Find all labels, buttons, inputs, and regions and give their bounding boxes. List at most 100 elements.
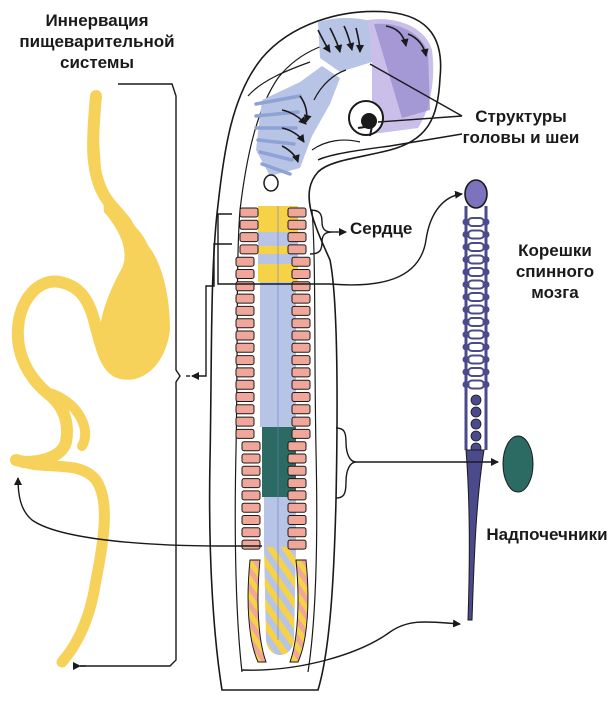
somite-right <box>292 270 310 279</box>
root-bead-right <box>483 294 490 301</box>
somite-right <box>292 405 310 414</box>
somite-right <box>288 442 306 451</box>
somite-right <box>288 540 306 549</box>
root-bead-left <box>463 306 470 313</box>
root-bead-left <box>463 281 470 288</box>
somite-left <box>236 270 254 279</box>
somite-left <box>242 479 260 488</box>
somite-right <box>292 368 310 377</box>
root-rung <box>468 256 484 264</box>
somite-left <box>242 516 260 525</box>
somite-right <box>292 294 310 303</box>
somite-left <box>236 356 254 365</box>
root-bead-right <box>483 319 490 326</box>
gut-illustration <box>16 96 164 662</box>
somite-left <box>242 491 260 500</box>
root-bead-right <box>483 381 490 388</box>
somite-right <box>288 454 306 463</box>
somite-right <box>288 233 306 242</box>
root-bead-right <box>483 256 490 263</box>
label-heart: Сердце <box>350 218 430 239</box>
somite-left <box>242 454 260 463</box>
root-rung <box>468 281 484 289</box>
somite-left <box>236 257 254 266</box>
label-adrenal-glands: Надпочечники <box>480 524 614 545</box>
root-bead-left <box>463 256 470 263</box>
root-bead-left <box>463 244 470 251</box>
root-bead-left <box>463 294 470 301</box>
somite-left <box>236 393 254 402</box>
root-bead-lower <box>471 395 481 405</box>
somite-left <box>242 466 260 475</box>
somite-right <box>292 356 310 365</box>
somite-right <box>288 503 306 512</box>
root-rung <box>468 293 484 301</box>
root-bead-lower <box>471 407 481 417</box>
root-rung <box>468 381 484 389</box>
root-rung <box>468 356 484 364</box>
somite-right <box>288 466 306 475</box>
somite-right <box>292 429 310 438</box>
somite-left <box>236 380 254 389</box>
root-bead-left <box>463 356 470 363</box>
somite-right <box>288 245 306 254</box>
root-bead-right <box>483 369 490 376</box>
somite-left <box>240 233 258 242</box>
root-bead-right <box>483 219 490 226</box>
somite-left <box>242 528 260 537</box>
root-rung <box>468 306 484 314</box>
root-rung <box>468 231 484 239</box>
root-bead-left <box>463 269 470 276</box>
somite-right <box>288 491 306 500</box>
label-gut-line3: системы <box>2 52 192 73</box>
root-bead-right <box>483 269 490 276</box>
root-bead-left <box>463 219 470 226</box>
somite-right <box>292 319 310 328</box>
label-gut-line1: Иннервация <box>2 10 192 31</box>
adrenal-gland-illustration <box>503 436 533 492</box>
root-bead-lower <box>471 431 481 441</box>
somite-right <box>288 220 306 229</box>
label-gut-line2: пищеварительной <box>2 31 192 52</box>
root-rung <box>468 218 484 226</box>
root-rung <box>468 268 484 276</box>
root-bead-left <box>463 331 470 338</box>
somite-right <box>292 393 310 402</box>
somite-right <box>288 479 306 488</box>
somite-left <box>236 429 254 438</box>
somite-right <box>292 417 310 426</box>
root-bead-right <box>483 344 490 351</box>
label-roots-line3: мозга <box>500 282 610 303</box>
somite-left <box>242 540 260 549</box>
root-bead-right <box>483 244 490 251</box>
somite-left <box>240 245 258 254</box>
somite-right <box>292 380 310 389</box>
root-bead-left <box>463 369 470 376</box>
root-rung <box>468 343 484 351</box>
somite-right <box>288 208 306 217</box>
root-bead-right <box>483 331 490 338</box>
somite-left <box>240 208 258 217</box>
otic-vesicle-icon <box>264 175 278 191</box>
somite-left <box>236 282 254 291</box>
root-rung <box>468 331 484 339</box>
label-spinal-roots: Корешки спинного мозга <box>500 240 610 303</box>
somite-right <box>288 528 306 537</box>
somite-left <box>236 405 254 414</box>
somite-left <box>236 331 254 340</box>
label-roots-line2: спинного <box>500 261 610 282</box>
root-bead-right <box>483 281 490 288</box>
label-head-line1: Структуры <box>446 106 596 127</box>
somite-right <box>292 257 310 266</box>
somite-left <box>236 343 254 352</box>
root-bead-right <box>483 306 490 313</box>
root-bead-right <box>483 231 490 238</box>
root-bead-left <box>463 381 470 388</box>
somite-left <box>242 503 260 512</box>
root-rung <box>468 368 484 376</box>
somite-left <box>236 319 254 328</box>
root-rung <box>468 318 484 326</box>
label-roots-line1: Корешки <box>500 240 610 261</box>
root-bead-left <box>463 231 470 238</box>
somite-right <box>292 331 310 340</box>
